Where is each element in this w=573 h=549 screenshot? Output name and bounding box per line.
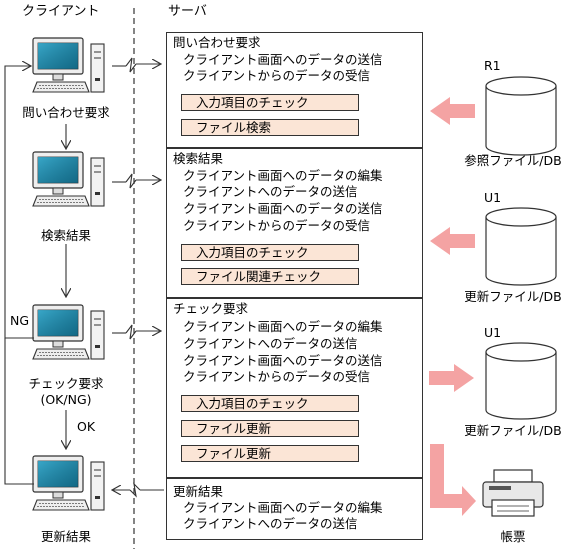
box-line: クライアント画面へのデータの送信 [183,201,383,216]
write-arrow [429,364,474,392]
loop-line [4,338,34,485]
box-line: クライアント画面へのデータの編集 [183,500,383,515]
server-process-box: 更新結果 クライアント画面へのデータの編集 クライアントへのデータの送信 [166,478,423,540]
ng-label: NG [10,313,30,328]
client-label: 問い合わせ要求 [22,105,110,120]
server-column-header: サーバ [168,4,207,19]
database-label: 更新ファイル/DB [464,289,562,304]
database-label: 更新ファイル/DB [464,423,562,438]
box-title: 問い合わせ要求 [173,35,261,50]
process-step: ファイル更新 [181,420,359,437]
client-sublabel: (OK/NG) [40,392,92,407]
box-title: チェック要求 [173,301,249,316]
database-icon [485,342,557,420]
process-step: ファイル検索 [181,119,359,136]
database-icon [485,76,557,156]
client-column-header: クライアント [22,4,100,19]
database-id: U1 [484,190,502,205]
database-id: R1 [484,58,501,73]
box-line: クライアントへのデータの送信 [183,184,358,199]
client-pc-icon [32,304,105,360]
printer-icon [482,469,544,517]
client-pc-icon [32,37,105,93]
box-line: クライアント画面へのデータの送信 [183,52,383,67]
box-line: クライアント画面へのデータの編集 [183,319,383,334]
comm-arrow [113,482,164,498]
box-line: クライアント画面へのデータの送信 [183,353,383,368]
database-icon [485,207,557,286]
process-step: ファイル関連チェック [181,268,359,285]
box-line: クライアントからのデータの受信 [183,369,371,384]
client-label: 検索結果 [40,228,91,243]
database-id: U1 [484,325,502,340]
process-step: ファイル更新 [181,445,359,462]
box-line: クライアント画面へのデータの編集 [183,168,383,183]
server-process-box: チェック要求 クライアント画面へのデータの編集 クライアントへのデータの送信 ク… [166,298,423,478]
ng-loop-arrow [4,66,34,339]
comm-arrow [112,324,160,340]
printer-label: 帳票 [500,529,526,544]
box-title: 検索結果 [173,151,224,166]
box-line: クライアントへのデータの送信 [183,516,358,531]
process-step: 入力項目のチェック [181,94,359,111]
client-label: 更新結果 [40,529,91,544]
box-title: 更新結果 [173,484,224,499]
box-line: クライアントからのデータの受信 [183,68,371,83]
server-process-box: 問い合わせ要求 クライアント画面へのデータの送信 クライアントからのデータの受信… [166,32,423,148]
client-pc-icon [32,151,105,207]
server-process-box: 検索結果 クライアント画面へのデータの編集 クライアントへのデータの送信 クライ… [166,148,423,298]
comm-arrow [112,57,160,73]
database-label: 参照ファイル/DB [464,153,562,168]
process-step: 入力項目のチェック [181,395,359,412]
client-label: チェック要求 [28,376,104,391]
read-arrow [430,97,475,125]
print-arrow [430,444,476,516]
comm-arrow [112,173,160,189]
ok-label: OK [77,419,96,434]
box-line: クライアントへのデータの送信 [183,336,358,351]
client-pc-icon [32,455,105,511]
process-step: 入力項目のチェック [181,244,359,261]
box-line: クライアントからのデータの受信 [183,218,371,233]
read-arrow [430,227,475,255]
